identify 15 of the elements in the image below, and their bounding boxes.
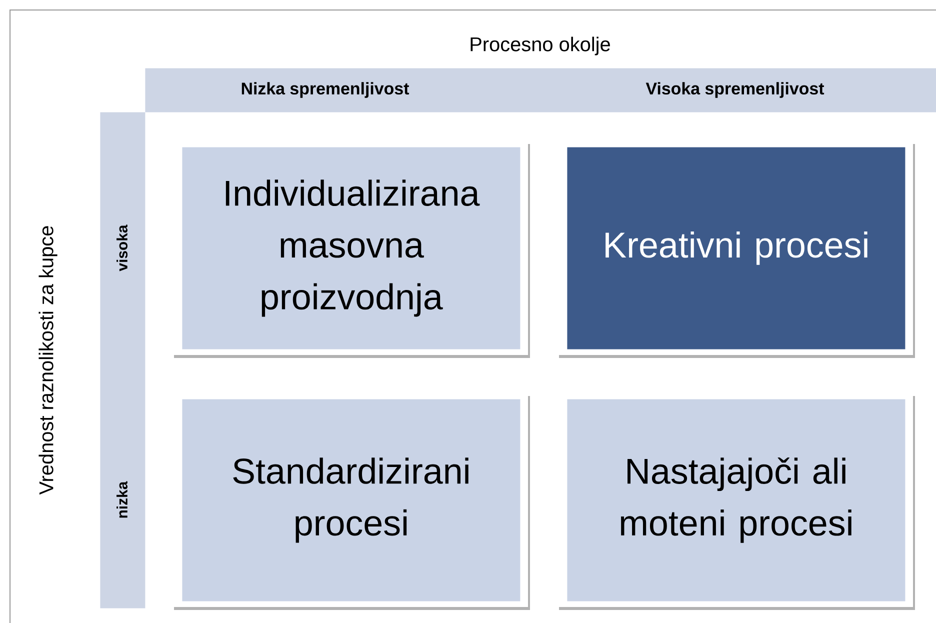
row-header: nizka (116, 481, 128, 518)
column-header: Nizka spremenljivost (242, 82, 410, 98)
row-header: visoka (116, 224, 128, 272)
node-label: Kreativni procesi (606, 231, 868, 265)
node-label: Nastajajoči ali moteni procesi (620, 458, 852, 543)
axis-title: Vrednost raznolikosti za kupce (38, 226, 58, 495)
quadrant-box: Nastajajoči ali moteni procesi (557, 392, 915, 610)
node-label: Individualizirana masovna proizvodnja (226, 180, 480, 317)
row-band (100, 112, 146, 608)
quadrant-box: Standardizirani procesi (172, 392, 530, 610)
column-header: Visoka spremenljivost (646, 82, 824, 98)
quadrant-box: Kreativni procesi (557, 140, 915, 358)
header-band (145, 68, 936, 112)
quadrant-box: Individualizirana masovna proizvodnja (172, 140, 530, 358)
node-label: Standardizirani procesi (233, 458, 468, 543)
